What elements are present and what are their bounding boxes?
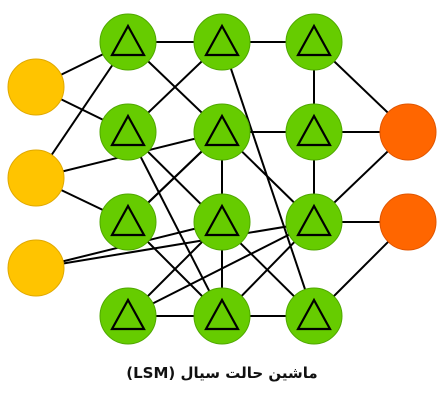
triangle-icon (296, 203, 332, 237)
edge-r5-r12 (221, 41, 315, 317)
reservoir-neuron-circle (99, 287, 157, 345)
reservoir-neuron-r8 (193, 287, 251, 345)
output-neuron-circle (379, 193, 437, 251)
triangle-icon (296, 297, 332, 331)
output-neuron-out2 (379, 193, 437, 251)
edge-r2-r8 (127, 131, 223, 317)
edge-in3-r11 (35, 221, 315, 269)
reservoir-neuron-circle (99, 193, 157, 251)
reservoir-neuron-circle (193, 287, 251, 345)
reservoir-neuron-circle (285, 287, 343, 345)
reservoir-neuron-r2 (99, 103, 157, 161)
reservoir-neuron-circle (193, 103, 251, 161)
lsm-network-diagram (7, 13, 437, 345)
reservoir-neuron-circle (193, 13, 251, 71)
triangle-icon (296, 113, 332, 147)
reservoir-neuron-r4 (99, 287, 157, 345)
input-neuron-in1 (7, 58, 65, 116)
input-neuron-circle (7, 239, 65, 297)
triangle-icon (110, 113, 146, 147)
reservoir-neuron-r6 (193, 103, 251, 161)
output-neuron-out1 (379, 103, 437, 161)
triangle-icon (296, 23, 332, 57)
reservoir-neuron-circle (193, 193, 251, 251)
connections (35, 41, 409, 317)
reservoir-neuron-circle (285, 193, 343, 251)
reservoir-neuron-r5 (193, 13, 251, 71)
reservoir-neuron-r3 (99, 193, 157, 251)
reservoir-neuron-r1 (99, 13, 157, 71)
neurons (7, 13, 437, 345)
reservoir-neuron-r11 (285, 193, 343, 251)
triangle-icon (110, 23, 146, 57)
triangle-icon (110, 297, 146, 331)
reservoir-neuron-r7 (193, 193, 251, 251)
reservoir-neuron-r10 (285, 103, 343, 161)
input-neuron-circle (7, 58, 65, 116)
triangle-icon (204, 203, 240, 237)
triangle-icon (204, 297, 240, 331)
reservoir-neuron-circle (99, 13, 157, 71)
input-neuron-in3 (7, 239, 65, 297)
reservoir-neuron-circle (285, 103, 343, 161)
reservoir-neuron-circle (285, 13, 343, 71)
reservoir-neuron-circle (99, 103, 157, 161)
diagram-caption: ماشین حالت سیال (LSM) (126, 364, 318, 382)
input-neuron-in2 (7, 149, 65, 207)
triangle-icon (204, 113, 240, 147)
triangle-icon (110, 203, 146, 237)
reservoir-neuron-r9 (285, 13, 343, 71)
output-neuron-circle (379, 103, 437, 161)
input-neuron-circle (7, 149, 65, 207)
reservoir-neuron-r12 (285, 287, 343, 345)
triangle-icon (204, 23, 240, 57)
